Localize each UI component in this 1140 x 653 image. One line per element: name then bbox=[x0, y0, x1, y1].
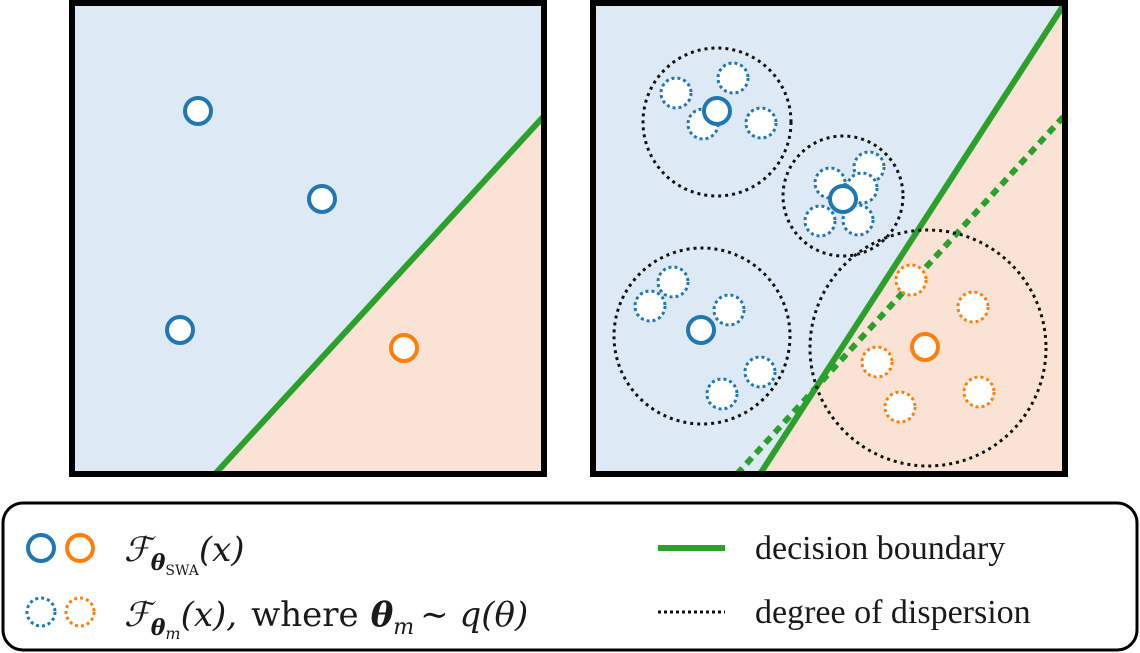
swa-point bbox=[828, 184, 858, 214]
legend-sample-orange-marker bbox=[64, 596, 96, 628]
sample-point bbox=[956, 290, 990, 324]
left-panel-frame bbox=[69, 0, 547, 477]
dispersion-circle bbox=[781, 134, 905, 258]
sample-point bbox=[860, 345, 894, 379]
cluster-top-middle bbox=[781, 134, 905, 258]
legend-swa-formula: ℱθSWA(x) bbox=[124, 530, 245, 579]
sample-point bbox=[894, 263, 928, 297]
left-decision-boundary bbox=[212, 113, 544, 474]
sample-point bbox=[744, 106, 778, 140]
dispersion-circle bbox=[641, 46, 793, 198]
sample-point bbox=[743, 355, 777, 389]
right-shifted-boundary bbox=[734, 112, 1065, 474]
swa-point bbox=[910, 332, 940, 362]
legend-box bbox=[1, 501, 1139, 652]
right-panel-frame bbox=[590, 0, 1068, 477]
legend-swa-blue-marker bbox=[26, 533, 56, 563]
left-blue-point-2 bbox=[307, 184, 337, 214]
right-panel bbox=[590, 0, 1068, 477]
left-panel bbox=[69, 0, 547, 477]
left-orange-point bbox=[389, 333, 419, 363]
sample-point bbox=[712, 293, 746, 327]
cluster-bottom-left bbox=[612, 246, 792, 426]
right-decision-boundary bbox=[757, 3, 1065, 474]
left-blue-point-3 bbox=[165, 315, 195, 345]
legend-boundary-label: decision boundary bbox=[755, 530, 1005, 567]
sample-point bbox=[659, 76, 693, 110]
legend-dispersion-label: degree of dispersion bbox=[755, 594, 1031, 631]
legend-swa-orange-marker bbox=[65, 533, 95, 563]
sample-point bbox=[962, 375, 996, 409]
sample-point bbox=[841, 203, 875, 237]
legend-sample-blue-marker bbox=[25, 596, 57, 628]
dispersion-circle bbox=[612, 246, 792, 426]
cluster-bottom-right bbox=[808, 228, 1048, 468]
sample-point bbox=[656, 265, 690, 299]
swa-point bbox=[702, 96, 732, 126]
sample-point bbox=[803, 204, 837, 238]
sample-point bbox=[633, 289, 667, 323]
sample-point bbox=[716, 61, 750, 95]
cluster-top-left bbox=[641, 46, 793, 198]
sample-point bbox=[705, 377, 739, 411]
sample-point bbox=[883, 390, 917, 424]
left-blue-point-1 bbox=[183, 96, 213, 126]
swa-point bbox=[686, 315, 716, 345]
dispersion-circle bbox=[808, 228, 1048, 468]
